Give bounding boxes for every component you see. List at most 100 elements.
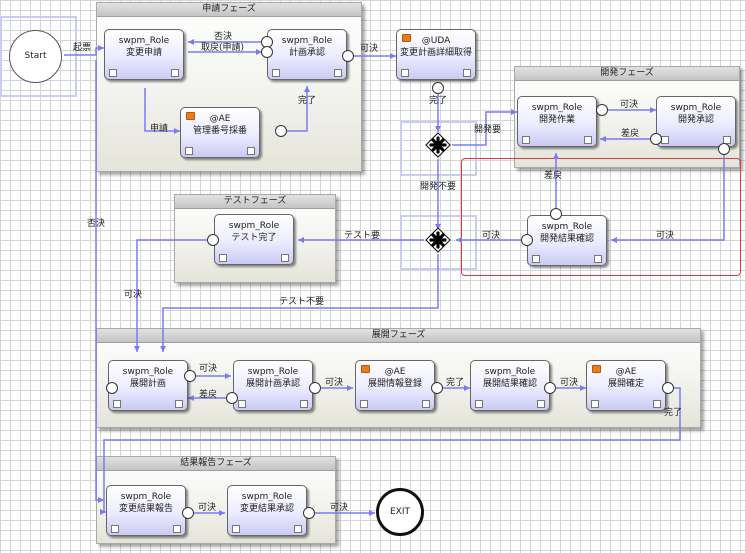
edge-submit [64, 45, 104, 56]
node-name: 展開計画承認 [245, 379, 300, 389]
node-change-request[interactable]: swpm_Role 変更申請 [104, 29, 184, 80]
port-dev-approval-in[interactable] [650, 133, 662, 145]
ae-icon [592, 365, 601, 373]
node-test-complete[interactable]: swpm_Role テスト完了 [214, 214, 294, 265]
port-test-complete-in[interactable] [207, 234, 219, 246]
edge-label-dev-not-needed: 開発不要 [420, 182, 457, 192]
phase-deploy-title: 展開フェーズ [97, 329, 700, 343]
edge-label-done-dc: 完了 [664, 408, 683, 418]
port-uda-out[interactable] [432, 82, 444, 94]
port-deploy-plan-in[interactable] [106, 382, 118, 394]
gateway-dev[interactable] [425, 132, 451, 158]
edge-done-dc [100, 387, 681, 515]
port-mgmt-number-out[interactable] [275, 125, 287, 137]
node-change-result-approval[interactable]: swpm_Role 変更結果承認 [227, 485, 307, 536]
edge-label-approve-plan: 可決 [360, 44, 379, 54]
node-role: @UDA [421, 36, 451, 46]
left-connector-icon [109, 69, 117, 77]
right-connector-icon [171, 69, 179, 77]
gateway-test[interactable] [425, 227, 451, 253]
right-connector-icon [594, 255, 602, 263]
port-dev-approval-out[interactable] [718, 143, 730, 155]
node-name: 開発作業 [538, 115, 575, 125]
right-connector-icon [300, 400, 308, 408]
port-plan-approval-out[interactable] [342, 50, 354, 62]
node-uda-detail[interactable]: @UDA 変更計画詳細取得 [396, 29, 476, 80]
node-role: swpm_Role [541, 222, 593, 232]
right-connector-icon [294, 525, 302, 533]
left-connector-icon [522, 136, 530, 144]
edge-label-approve-to-check: 可決 [656, 231, 675, 241]
edge-test-not-needed [160, 254, 439, 352]
edge-label-done-uda: 完了 [429, 96, 448, 106]
node-deploy-info-register[interactable]: @AE 展開情報登録 [355, 360, 435, 411]
port-deploy-plan-out[interactable] [184, 370, 196, 382]
start-node[interactable]: Start [9, 30, 62, 83]
node-dev-work[interactable]: swpm_Role 開発作業 [517, 96, 597, 147]
edge-label-submit: 起票 [73, 43, 92, 53]
node-deploy-confirm[interactable]: @AE 展開確定 [586, 360, 666, 411]
port-plan-approval-in2[interactable] [261, 46, 273, 58]
node-role: swpm_Role [247, 367, 299, 377]
node-name: 展開確定 [607, 379, 644, 389]
edge-label-reject-left: 否決 [87, 219, 106, 229]
start-selection-frame [0, 16, 77, 97]
edge-approve-test [134, 239, 207, 352]
right-connector-icon [653, 400, 661, 408]
right-connector-icon [247, 147, 255, 155]
port-dev-result-check-top[interactable] [550, 208, 562, 220]
port-cra-out[interactable] [303, 507, 315, 519]
ae-icon [402, 34, 411, 42]
left-connector-icon [238, 400, 246, 408]
edge-label-reverse-dev: 差戻 [621, 129, 640, 139]
node-name: 展開結果確認 [482, 379, 537, 389]
port-drc-out[interactable] [544, 382, 556, 394]
node-name: 計画承認 [288, 48, 325, 58]
port-dpa-out[interactable] [309, 382, 321, 394]
exit-node[interactable]: EXIT [376, 488, 424, 536]
phase-apply-title: 申請フェーズ [97, 3, 361, 17]
node-name: 管理番号採番 [192, 126, 247, 136]
right-connector-icon [463, 69, 471, 77]
selected-region-frame [461, 158, 741, 276]
node-role: swpm_Role [118, 36, 170, 46]
edge-label-apply-number: 申請 [150, 124, 169, 134]
port-dir-out[interactable] [431, 382, 443, 394]
edge-apply-number [144, 88, 180, 134]
node-deploy-plan[interactable]: swpm_Role 展開計画 [108, 360, 188, 411]
edge-label-test-not-needed: テスト不要 [279, 297, 325, 307]
port-dpa-in[interactable] [226, 392, 238, 404]
node-plan-approval[interactable]: swpm_Role 計画承認 [267, 29, 347, 80]
node-role: swpm_Role [122, 367, 174, 377]
left-connector-icon [360, 400, 368, 408]
port-dev-result-check-left[interactable] [521, 234, 533, 246]
node-role: swpm_Role [531, 103, 583, 113]
edge-dev-needed [452, 109, 517, 146]
node-dev-approval[interactable]: swpm_Role 開発承認 [656, 96, 736, 147]
edge-label-approve-cra: 可決 [330, 503, 349, 513]
node-deploy-plan-approval[interactable]: swpm_Role 展開計画承認 [233, 360, 313, 411]
edge-label-approve-dpa: 可決 [325, 378, 344, 388]
node-change-result-report[interactable]: swpm_Role 変更結果報告 [106, 485, 186, 536]
node-mgmt-number[interactable]: @AE 管理番号採番 [180, 107, 260, 158]
node-role: @AE [384, 367, 406, 377]
right-connector-icon [584, 136, 592, 144]
node-name: 開発承認 [677, 115, 714, 125]
left-connector-icon [113, 400, 121, 408]
node-role: swpm_Role [670, 103, 722, 113]
port-crr-out[interactable] [182, 507, 194, 519]
node-dev-result-check[interactable]: swpm_Role 開発結果確認 [527, 215, 607, 266]
edge-label-reverse-check: 差戻 [544, 171, 563, 181]
edge-label-approve-test: 可決 [124, 290, 143, 300]
port-dev-work-out[interactable] [596, 104, 608, 116]
left-connector-icon [661, 136, 669, 144]
node-deploy-result-check[interactable]: swpm_Role 展開結果確認 [470, 360, 550, 411]
port-dc-out[interactable] [662, 382, 674, 394]
node-name: 変更申請 [125, 48, 162, 58]
right-connector-icon [334, 69, 342, 77]
node-role: swpm_Role [228, 221, 280, 231]
node-name: 変更結果承認 [239, 504, 294, 514]
right-connector-icon [281, 254, 289, 262]
edge-approve-to-check [611, 149, 725, 243]
